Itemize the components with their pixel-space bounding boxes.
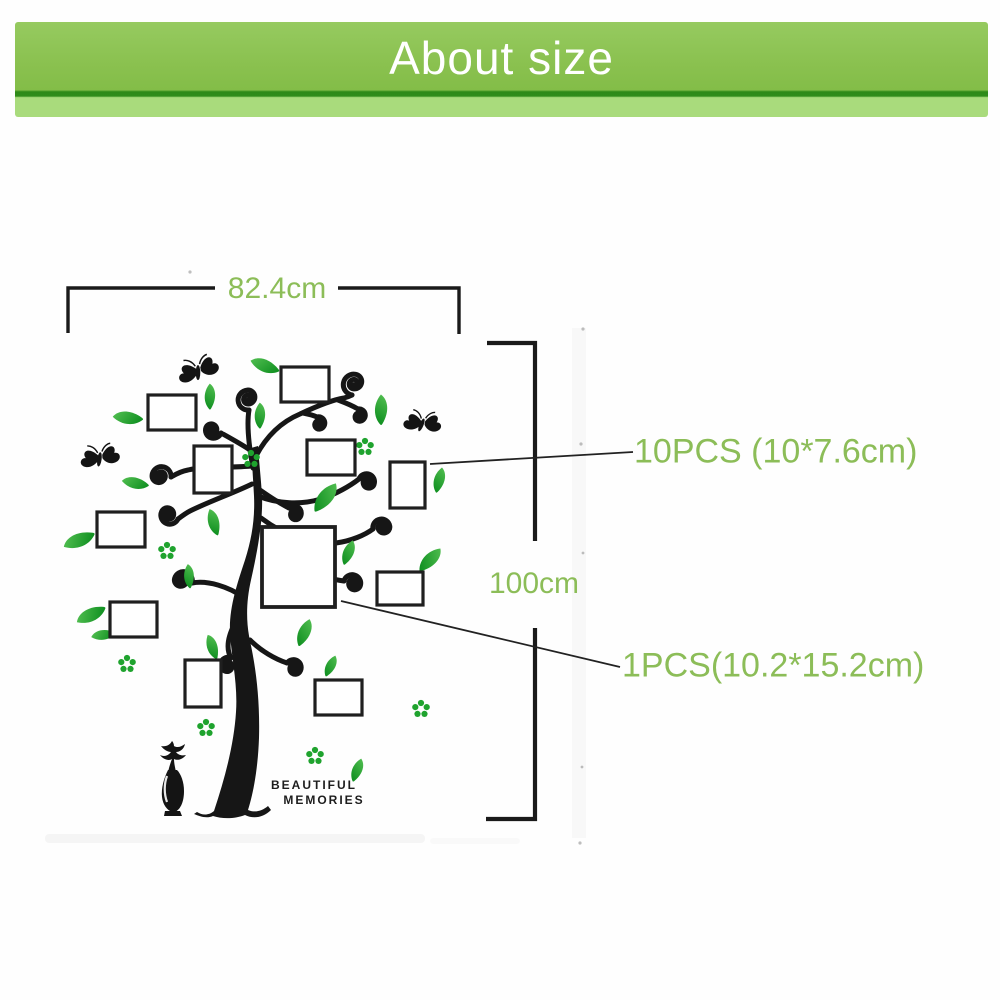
leaf-icon xyxy=(366,394,396,426)
photo-frame-small xyxy=(388,460,427,510)
flower-icon xyxy=(197,718,215,736)
banner-title: About size xyxy=(389,32,614,84)
flower-icon xyxy=(158,541,176,559)
callout-small-frames: 10PCS (10*7.6cm) xyxy=(634,432,918,471)
vase-icon xyxy=(160,741,186,816)
sticker-text-line2: MEMORIES xyxy=(283,793,365,807)
sticker-text-line1: BEAUTIFUL xyxy=(271,778,357,792)
photo-frame-small xyxy=(305,438,357,477)
leaf-icon xyxy=(197,383,223,410)
dimension-brackets xyxy=(66,286,538,822)
leaf-icon xyxy=(426,467,453,494)
photo-frames xyxy=(95,365,427,717)
callout-large-frame: 1PCS(10.2*15.2cm) xyxy=(622,646,925,685)
photo-frame-small xyxy=(95,510,147,549)
flower-icon xyxy=(306,746,324,764)
leaf-icon xyxy=(63,527,95,553)
photo-frame-small xyxy=(183,658,223,709)
leaf-icon xyxy=(415,548,445,572)
flower-icon xyxy=(412,699,430,717)
leaf-icon xyxy=(202,509,225,536)
photo-frame-small xyxy=(313,678,364,717)
photo-frame-small xyxy=(108,600,159,639)
leaf-icon xyxy=(250,350,280,382)
butterfly-icon xyxy=(401,406,445,436)
leader-line-small-frames xyxy=(429,451,634,465)
banner: About size xyxy=(15,22,988,117)
flower-icon xyxy=(118,654,136,672)
leaf-icon xyxy=(308,483,343,512)
leaf-icon xyxy=(289,619,319,647)
height-bracket-bottom xyxy=(486,628,538,822)
butterfly-icon xyxy=(174,351,222,386)
leaf-icon xyxy=(319,655,343,677)
leaf-icon xyxy=(202,634,223,660)
butterfly-icon xyxy=(78,441,122,469)
scan-artifacts xyxy=(188,270,585,845)
photo-frame-small xyxy=(375,570,425,607)
leader-line-large-frame xyxy=(340,600,621,668)
leaf-icon xyxy=(112,402,144,433)
leaf-icon xyxy=(76,603,106,626)
leader-lines xyxy=(340,451,634,668)
flower-icon xyxy=(356,437,374,455)
photo-frame-small xyxy=(146,393,198,432)
photo-frame-small xyxy=(279,365,331,404)
height-dimension-label: 100cm xyxy=(488,567,580,600)
width-bracket-right xyxy=(338,286,461,334)
width-bracket-left xyxy=(66,286,215,333)
width-dimension-label: 82.4cm xyxy=(227,272,327,305)
photo-frame-large xyxy=(260,525,337,609)
photo-frame-small xyxy=(192,444,234,495)
leaf-icon xyxy=(121,469,150,497)
height-bracket-top xyxy=(487,340,538,541)
leaf-icon xyxy=(247,402,273,429)
